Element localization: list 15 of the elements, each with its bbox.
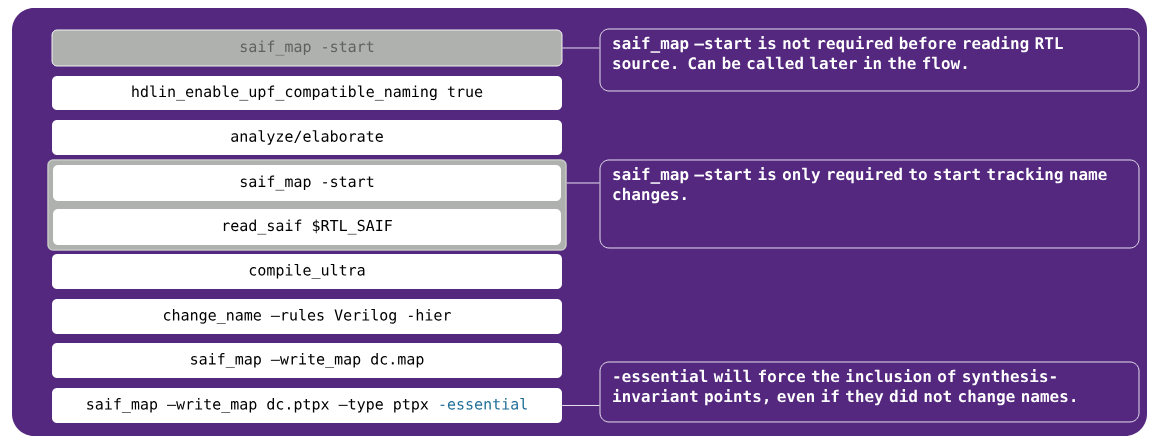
- connector-line: [566, 182, 600, 184]
- greyed-step-box: saif_map -start: [51, 29, 563, 67]
- step-box: compile_ultra: [52, 254, 562, 289]
- callout-box: saif_map –start is only required to start tracking name changes.: [599, 159, 1140, 249]
- step-box: hdlin_enable_upf_compatible_naming true: [52, 76, 562, 110]
- step-box: change_name –rules Verilog -hier: [52, 299, 562, 334]
- step-box: saif_map –write_map dc.map: [52, 343, 562, 378]
- callout-box: -essential will force the inclusion of synthesis- invariant points, even if they did not change names.: [599, 361, 1140, 423]
- step-box: saif_map -start: [53, 165, 561, 201]
- step-box: analyze/elaborate: [52, 120, 562, 155]
- step-box: saif_map –write_map dc.ptpx –type ptpx -essential: [52, 388, 562, 423]
- connector-line: [562, 47, 600, 49]
- callout-box: saif_map –start is not required before reading RTL source. Can be called later in the flow.: [599, 28, 1140, 92]
- step-box: read_saif $RTL_SAIF: [53, 209, 561, 245]
- connector-line: [561, 405, 600, 406]
